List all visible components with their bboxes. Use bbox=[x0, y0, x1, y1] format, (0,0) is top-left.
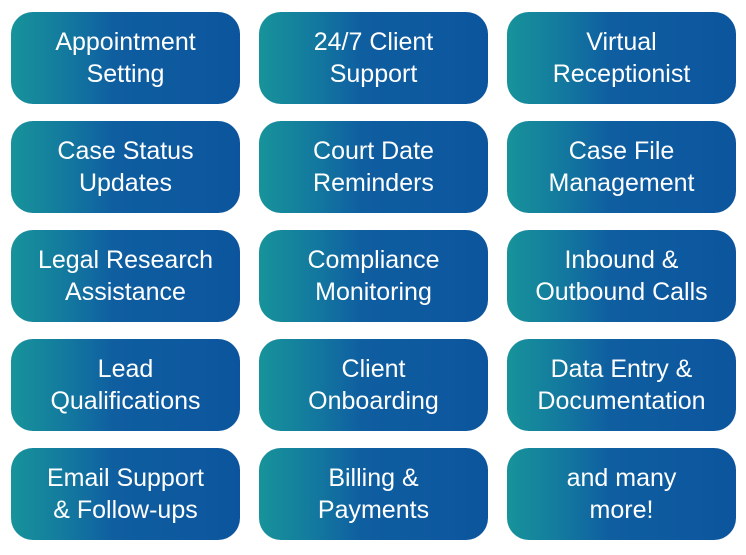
service-tile-more: and many more! bbox=[507, 448, 736, 540]
service-tile-legal-research: Legal Research Assistance bbox=[11, 230, 240, 322]
tile-label: Lead Qualifications bbox=[50, 355, 201, 415]
tile-label: Email Support & Follow-ups bbox=[46, 464, 205, 524]
tile-label: Compliance Monitoring bbox=[307, 246, 440, 306]
service-tile-calls: Inbound & Outbound Calls bbox=[507, 230, 736, 322]
service-tile-lead-qualifications: Lead Qualifications bbox=[11, 339, 240, 431]
service-tile-email-support: Email Support & Follow-ups bbox=[11, 448, 240, 540]
service-tile-case-status: Case Status Updates bbox=[11, 121, 240, 213]
tile-label: 24/7 Client Support bbox=[313, 28, 434, 88]
tile-label: Inbound & Outbound Calls bbox=[535, 246, 708, 306]
service-tile-appointment-setting: Appointment Setting bbox=[11, 12, 240, 104]
tile-label: Client Onboarding bbox=[308, 355, 439, 415]
tile-label: Court Date Reminders bbox=[313, 137, 434, 197]
tile-label: Virtual Receptionist bbox=[552, 28, 691, 88]
tile-label: Appointment Setting bbox=[55, 28, 196, 88]
service-tile-case-file: Case File Management bbox=[507, 121, 736, 213]
service-tile-billing: Billing & Payments bbox=[259, 448, 488, 540]
tile-label: and many more! bbox=[566, 464, 677, 524]
tile-label: Legal Research Assistance bbox=[37, 246, 214, 306]
tile-label: Billing & Payments bbox=[317, 464, 430, 524]
tile-label: Case File Management bbox=[548, 137, 695, 197]
service-tile-virtual-receptionist: Virtual Receptionist bbox=[507, 12, 736, 104]
service-tile-client-support: 24/7 Client Support bbox=[259, 12, 488, 104]
services-grid: Appointment Setting 24/7 Client Support … bbox=[11, 12, 736, 540]
tile-label: Data Entry & Documentation bbox=[537, 355, 706, 415]
tile-label: Case Status Updates bbox=[57, 137, 194, 197]
service-tile-compliance: Compliance Monitoring bbox=[259, 230, 488, 322]
service-tile-data-entry: Data Entry & Documentation bbox=[507, 339, 736, 431]
service-tile-client-onboarding: Client Onboarding bbox=[259, 339, 488, 431]
service-tile-court-date: Court Date Reminders bbox=[259, 121, 488, 213]
